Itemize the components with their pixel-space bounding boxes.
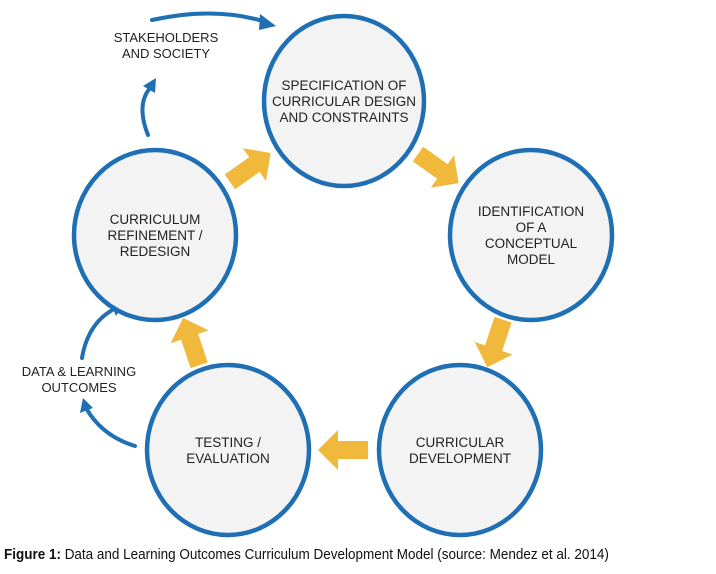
figure-caption-text: Data and Learning Outcomes Curriculum De… (60, 547, 609, 563)
stakeholders-loop-upper-arc (150, 11, 268, 24)
node-label-line: OF A (516, 220, 547, 235)
flow-arrow-refinement-to-specification (224, 148, 271, 190)
side-label-stakeholders: STAKEHOLDERS (114, 30, 219, 45)
node-circle (71, 147, 239, 323)
node-label-line: IDENTIFICATION (478, 204, 584, 219)
node-circle (261, 13, 427, 189)
data-outcomes-loop-lower-arc (84, 406, 137, 448)
data-outcomes-loop-upper-arc (80, 306, 118, 360)
node-label-line: CURRICULAR DESIGN (272, 94, 416, 109)
figure-caption: Figure 1: Data and Learning Outcomes Cur… (4, 547, 609, 563)
node-label-line: CONCEPTUAL (485, 236, 578, 251)
flow-arrow-specification-to-identification (412, 146, 459, 188)
figure-caption-label: Figure 1: (4, 547, 61, 563)
node-label-line: DEVELOPMENT (409, 451, 511, 466)
node-circle (447, 147, 615, 323)
flow-arrow-curricular-development-to-testing (318, 430, 368, 470)
stakeholders-loop-arrow (140, 11, 276, 137)
side-label-stakeholders: AND SOCIETY (122, 46, 210, 61)
stakeholders-loop-upper-head (259, 14, 276, 30)
node-circle (376, 362, 544, 538)
stakeholders-loop-lower-head (143, 78, 156, 93)
node-label-line: AND CONSTRAINTS (279, 110, 408, 125)
side-label-data-learning-outcomes: DATA & LEARNING (22, 364, 136, 379)
node-label-line: REFINEMENT / (107, 228, 202, 243)
stakeholders-loop-lower-arc (140, 86, 152, 137)
node-label-line: CURRICULAR (416, 435, 505, 450)
node-circle (144, 362, 312, 538)
side-label-data-learning-outcomes: OUTCOMES (41, 380, 116, 395)
data-outcomes-loop-lower-head (80, 398, 93, 413)
flow-arrow-identification-to-curricular-development (474, 316, 513, 368)
flow-arrow-testing-to-refinement (170, 317, 209, 369)
node-label-line: REDESIGN (120, 244, 191, 259)
node-label-line: MODEL (507, 252, 556, 267)
node-label-line: SPECIFICATION OF (281, 78, 406, 93)
node-label-line: TESTING / (195, 435, 261, 450)
node-label-line: CURRICULUM (110, 212, 201, 227)
node-label-line: EVALUATION (186, 451, 270, 466)
node-testing: TESTING /EVALUATION (144, 362, 312, 538)
